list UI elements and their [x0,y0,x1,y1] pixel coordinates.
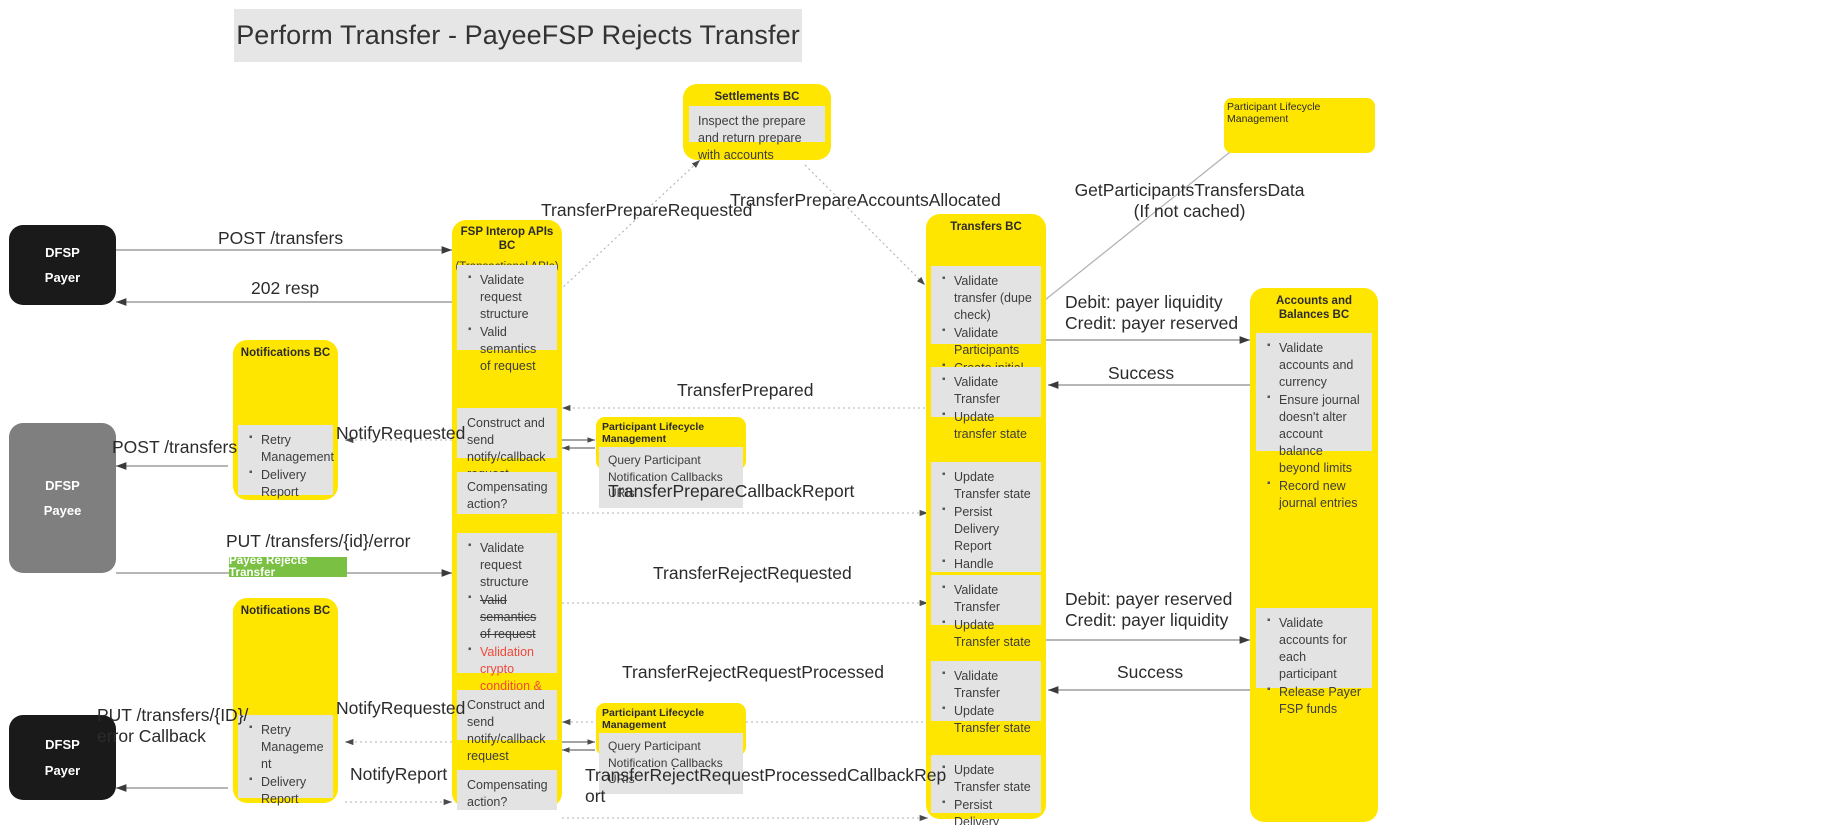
page-title: Perform Transfer - PayeeFSP Rejects Tran… [234,9,802,62]
list-item: Record new journal entries [1267,477,1364,512]
list-item: Validate Transfer [942,373,1033,408]
msg-transfer-prepared: TransferPrepared [677,380,814,400]
notifications-top-note: Retry Management Delivery Report [238,425,334,499]
list-item: Validate transfer (dupe check) [942,272,1033,324]
msg-transfer-prepare-accounts-allocated: TransferPrepareAccountsAllocated [730,190,1001,210]
fsp-interop-note-compensating-2: Compensating action? [457,770,557,810]
fsp-interop-note-construct-1: Construct and send notify/callback reque… [457,408,557,481]
msg-notify-report: NotifyReport [350,764,448,784]
transfers-note-3: Update Transfer state Persist Delivery R… [931,462,1041,605]
accounts-balances-note-1: Validate accounts and currency Ensure jo… [1256,333,1372,510]
plm-low-title: Participant Lifecycle Management [602,707,705,731]
actor-dfsp-payee[interactable]: DFSP Payee [9,423,116,573]
actor-label-line2: Payer [44,270,81,285]
actor-dfsp-payer-top[interactable]: DFSP Payer [9,225,116,305]
list-item: Update Transfer state [942,761,1033,796]
msg-transfer-prepare-callback-report: TransferPrepareCallbackReport [608,481,855,501]
msg-transfer-reject-request-processed-callback-report: TransferRejectRequestProcessedCallbackRe… [585,765,947,806]
lane-fsp-interop-title: FSP Interop APIs BC [460,226,554,253]
plm-mid-title: Participant Lifecycle Management [602,421,705,445]
list-item: Update Transfer state [942,702,1033,737]
list-item: Retry Management [249,431,334,466]
fsp-interop-note-compensating-1: Compensating action? [457,472,557,514]
status-badge-payee-rejects-transfer: Payee Rejects Transfer [229,555,347,579]
lane-participant-lifecycle-top[interactable]: Participant Lifecycle Management [1224,98,1375,153]
list-item: Delivery Report [249,773,325,808]
transfers-note-2: Validate Transfer Update transfer state [931,367,1041,441]
msg-debit-credit-1: Debit: payer liquidity Credit: payer res… [1065,292,1239,333]
notifications-bottom-note: Retry Manageme nt Delivery Report [238,715,333,806]
msg-put-transfers-error-callback: PUT /transfers/{ID}/ error Callback [97,705,249,746]
list-item: Validate Participants [942,324,1033,359]
msg-transfer-reject-requested: TransferRejectRequested [653,563,852,583]
list-item: Update Transfer state [942,468,1033,503]
msg-notify-requested-2: NotifyRequested [336,698,466,718]
transfers-note-6: Update Transfer state Persist Delivery R… [931,755,1041,825]
msg-post-transfers-2: POST /transfers [112,437,238,457]
fsp-interop-note-validate-1: Validate request structure Valid semanti… [457,265,557,373]
actor-label-line1: DFSP [45,477,80,493]
lane-settlements-title: Settlements BC [714,91,800,103]
accounts-balances-note-2: Validate accounts for each participant R… [1256,608,1372,716]
list-item: Valid semantics of request [468,591,549,643]
actor-dfsp-payer-bottom[interactable]: DFSP Payer [9,715,116,800]
list-item: Release Payer FSP funds [1267,683,1364,718]
plm-top-title: Participant Lifecycle Management [1227,101,1321,125]
lane-notifications-top-title: Notifications BC [240,347,331,359]
msg-notify-requested-1: NotifyRequested [336,423,466,443]
lane-accounts-balances-title: Accounts and Balances BC [1275,295,1353,322]
list-item: Validate Transfer [942,581,1033,616]
msg-get-participants-transfers-data: GetParticipantsTransfersData (If not cac… [1074,180,1305,221]
list-item: Delivery Report [249,466,325,501]
msg-transfer-prepare-requested: TransferPrepareRequested [541,200,753,220]
actor-label-line1: DFSP [45,244,80,260]
msg-put-transfers-error: PUT /transfers/{id}/error [226,531,411,551]
lane-settlements-bc[interactable]: Settlements BC Inspect the prepare and r… [683,84,831,162]
list-item: Update Transfer state [942,616,1033,651]
plm-low-body: Query Participant Notification Callbacks… [599,733,743,794]
list-item: Validate accounts for each participant [1267,614,1364,683]
plm-mid-box[interactable]: Participant Lifecycle Management Query P… [596,417,746,508]
msg-success-2: Success [1117,662,1184,682]
list-item: Ensure journal doesn't alter account bal… [1267,391,1364,477]
list-item: Validate Transfer [942,667,1033,702]
fsp-interop-note-validate-2: Validate request structure Valid semanti… [457,533,557,710]
list-item: Retry Manageme nt [249,721,325,773]
msg-debit-credit-2: Debit: payer reserved Credit: payer liqu… [1065,589,1233,630]
list-item: Update transfer state [942,408,1033,443]
msg-202-resp: 202 resp [251,278,320,298]
fsp-interop-note-construct-2: Construct and send notify/callback reque… [457,690,557,763]
list-item: Validate accounts and currency [1267,339,1364,391]
msg-success-1: Success [1108,363,1175,383]
list-item: Validate request structure [468,271,549,323]
list-item: Valid semantics of request [468,323,549,375]
lane-notifications-bottom-title: Notifications BC [240,605,331,617]
msg-transfer-reject-request-processed: TransferRejectRequestProcessed [622,662,884,682]
transfers-note-1: Validate transfer (dupe check) Validate … [931,266,1041,392]
list-item: Persist Delivery Report [942,796,1033,825]
transfers-note-4: Validate Transfer Update Transfer state [931,575,1041,649]
list-item: Validate request structure [468,539,549,591]
actor-label-line2: Payer [44,762,81,778]
lane-transfers-title: Transfers BC [950,221,1022,233]
actor-label-line2: Payee [43,503,82,518]
plm-low-box[interactable]: Participant Lifecycle Management Query P… [596,703,746,794]
transfers-note-5: Validate Transfer Update Transfer state [931,661,1041,735]
plm-mid-body: Query Participant Notification Callbacks… [599,447,743,508]
actor-label-line1: DFSP [45,737,80,753]
msg-post-transfers-1: POST /transfers [218,228,344,248]
list-item: Persist Delivery Report [942,503,1033,555]
settlements-note: Inspect the prepare and return prepare w… [689,106,825,162]
